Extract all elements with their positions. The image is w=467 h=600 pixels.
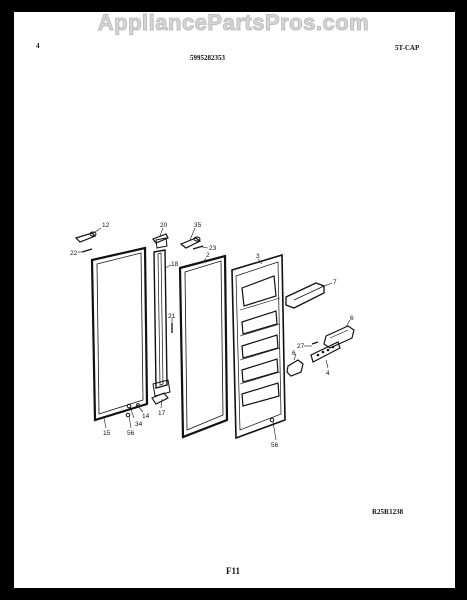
leader-lines [78, 227, 351, 441]
part-number: 5995282353 [190, 54, 225, 62]
shelf-bracket-part [323, 325, 355, 349]
inner-door-gasket-part [178, 254, 229, 439]
hinge-pin-part [74, 231, 97, 243]
callout-12: 12 [102, 222, 110, 229]
callout-6-upper: 6 [350, 315, 354, 322]
page-number: 4 [36, 42, 40, 50]
callout-35: 35 [194, 222, 202, 229]
clip-27-part [311, 341, 319, 345]
callout-34: 34 [135, 421, 143, 428]
door-trim-strip-part [152, 237, 171, 397]
callout-6-lower: 6 [292, 350, 296, 357]
callout-23: 23 [209, 245, 217, 252]
callout-56-left: 56 [127, 430, 135, 437]
callout-22: 22 [70, 250, 78, 257]
door-shelf-bar-part [285, 282, 325, 309]
screw-23-part [192, 245, 204, 250]
screw-34-part [126, 403, 132, 409]
callout-4: 4 [326, 370, 330, 377]
reference-code: R25R1238 [372, 508, 404, 516]
diagram-sheet [14, 12, 455, 588]
callout-20: 20 [160, 222, 168, 229]
lower-bracket-part [151, 392, 169, 405]
screw-56-left-part [125, 412, 131, 418]
top-bracket-part [152, 233, 169, 244]
callout-15: 15 [103, 430, 111, 437]
door-gasket-part [90, 246, 149, 422]
callout-27: 27 [297, 343, 305, 350]
callout-14: 14 [142, 413, 150, 420]
screw-22-part [81, 248, 93, 253]
callout-56-right: 56 [271, 442, 279, 449]
retainer-bar-part [310, 341, 341, 363]
screw-56-right-part [269, 417, 275, 423]
callout-7: 7 [333, 279, 337, 286]
callout-17: 17 [158, 410, 166, 417]
callout-2: 2 [206, 252, 210, 259]
callout-18: 18 [171, 261, 179, 268]
watermark-logo: AppliancePartsPros.com [97, 10, 370, 36]
callout-21: 21 [168, 313, 176, 320]
figure-label: F11 [226, 566, 241, 576]
end-cap-part [286, 359, 304, 377]
hinge-part [179, 236, 202, 249]
callout-3: 3 [256, 253, 260, 260]
model-code: 5T-CAP [395, 44, 420, 52]
door-liner-part [231, 253, 286, 440]
